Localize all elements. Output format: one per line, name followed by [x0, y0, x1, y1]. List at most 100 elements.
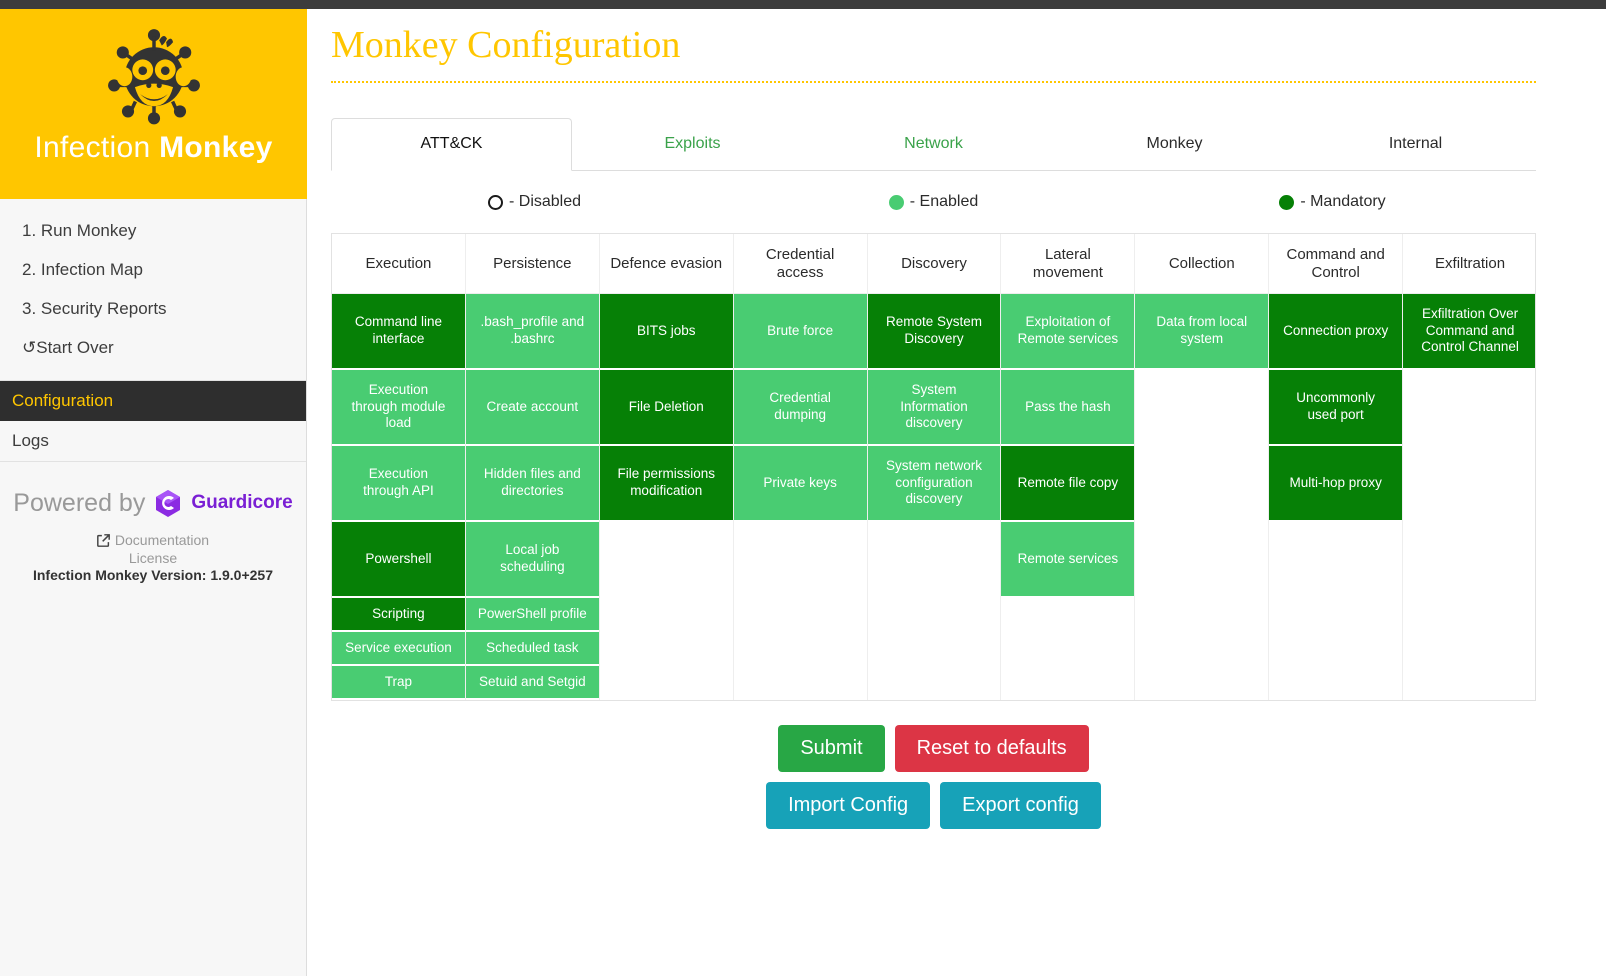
matrix-technique-cell[interactable]: Exfiltration Over Command and Control Ch… — [1403, 294, 1535, 368]
matrix-technique-cell[interactable]: Remote file copy — [1001, 446, 1135, 520]
legend-label: - Enabled — [909, 193, 979, 210]
status-legend: - Disabled - Enabled - Mandatory — [331, 193, 1536, 211]
matrix-technique-cell[interactable]: File permissions modification — [599, 446, 733, 520]
tab-attack[interactable]: ATT&CK — [331, 118, 572, 171]
documentation-row: Documentation — [0, 532, 306, 548]
matrix-technique-cell[interactable]: Trap — [332, 666, 465, 698]
tab-network[interactable]: Network — [904, 135, 963, 152]
matrix-technique-cell[interactable]: File Deletion — [599, 370, 733, 444]
matrix-technique-cell[interactable]: Setuid and Setgid — [465, 666, 599, 698]
matrix-column-header: Defence evasion — [599, 234, 733, 294]
matrix-technique-cell[interactable]: Multi-hop proxy — [1269, 446, 1403, 520]
powered-by-label: Powered by — [13, 488, 146, 517]
matrix-column-header: Lateral movement — [1001, 234, 1135, 294]
reset-defaults-button[interactable]: Reset to defaults — [894, 725, 1089, 772]
matrix-technique-cell[interactable]: BITS jobs — [599, 294, 733, 368]
matrix-column-header: Discovery — [867, 234, 1001, 294]
matrix-technique-cell[interactable]: Execution through module load — [332, 370, 465, 444]
matrix-technique-cell[interactable]: Pass the hash — [1001, 370, 1135, 444]
import-config-button[interactable]: Import Config — [766, 782, 931, 829]
legend-enabled: - Enabled — [734, 193, 1133, 211]
documentation-link[interactable]: Documentation — [114, 532, 210, 548]
sidebar-item-start-over[interactable]: ↺Start Over — [22, 338, 306, 358]
matrix-technique-cell[interactable]: Hidden files and directories — [465, 446, 599, 520]
sidebar-item-infection-map[interactable]: 2. Infection Map — [22, 260, 143, 279]
sidebar-item-security-reports[interactable]: 3. Security Reports — [22, 299, 167, 318]
legend-disabled: - Disabled — [335, 193, 734, 211]
matrix-technique-cell[interactable]: .bash_profile and .bashrc — [465, 294, 599, 368]
tab-internal[interactable]: Internal — [1388, 135, 1443, 152]
secondary-nav: Configuration Logs — [0, 381, 306, 462]
legend-label: - Mandatory — [1300, 193, 1386, 210]
matrix-technique-cell[interactable]: Remote System Discovery — [867, 294, 1001, 368]
matrix-technique-cell[interactable]: Remote services — [1001, 522, 1135, 596]
matrix-column-header: Credential access — [733, 234, 867, 294]
matrix-technique-cell[interactable]: Local job scheduling — [465, 522, 599, 596]
matrix-technique-cell[interactable]: Execution through API — [332, 446, 465, 520]
matrix-technique-cell[interactable]: Scripting — [332, 598, 465, 630]
matrix-technique-cell[interactable]: Powershell — [332, 522, 465, 596]
matrix-technique-cell[interactable]: Scheduled task — [465, 632, 599, 664]
disabled-dot-icon — [487, 194, 503, 210]
start-over-label: Start Over — [36, 338, 114, 357]
matrix-technique-cell[interactable]: Service execution — [332, 632, 465, 664]
legend-mandatory: - Mandatory — [1133, 193, 1532, 211]
matrix-technique-cell[interactable]: System network configuration discovery — [867, 446, 1001, 520]
brand-name-light: Infection — [34, 131, 151, 164]
monkey-virus-logo-icon — [107, 29, 200, 125]
sidebar-item-run-monkey[interactable]: 1. Run Monkey — [22, 221, 137, 240]
matrix-technique-cell[interactable]: Private keys — [733, 446, 867, 520]
matrix-column-body: Exfiltration Over Command and Control Ch… — [1403, 294, 1535, 368]
title-divider — [331, 81, 1536, 83]
matrix-column-body: Data from local system — [1135, 294, 1269, 368]
matrix-column-header: Exfiltration — [1403, 234, 1535, 294]
tab-exploits[interactable]: Exploits — [664, 135, 721, 152]
export-config-button[interactable]: Export config — [940, 782, 1101, 829]
brand-name-bold: Monkey — [159, 131, 273, 164]
matrix-technique-cell[interactable]: Create account — [465, 370, 599, 444]
matrix-column-header: Persistence — [465, 234, 599, 294]
license-label[interactable]: License — [128, 550, 178, 566]
window-top-bar — [0, 0, 1606, 9]
matrix-technique-cell[interactable]: System Information discovery — [867, 370, 1001, 444]
matrix-technique-cell[interactable]: Credential dumping — [733, 370, 867, 444]
matrix-technique-cell[interactable]: Connection proxy — [1269, 294, 1403, 368]
matrix-technique-cell[interactable]: Data from local system — [1135, 294, 1269, 368]
matrix-technique-cell[interactable]: Brute force — [733, 294, 867, 368]
config-tabs: ATT&CK Exploits Network Monkey Internal — [331, 117, 1536, 171]
sidebar-item-logs[interactable]: Logs — [12, 431, 49, 450]
submit-button[interactable]: Submit — [778, 725, 885, 772]
enabled-dot-icon — [888, 194, 904, 210]
guardicore-cube-icon — [156, 490, 181, 517]
matrix-technique-cell[interactable]: Exploitation of Remote services — [1001, 294, 1135, 368]
sidebar-item-configuration[interactable]: Configuration — [0, 381, 306, 421]
matrix-column-header: Command and Control — [1269, 234, 1403, 294]
external-link-icon — [96, 533, 110, 547]
matrix-technique-cell[interactable]: Command line interface — [332, 294, 465, 368]
sidebar-footer: Powered by Guardicore Documentation Lice… — [0, 462, 306, 584]
matrix-technique-cell[interactable]: Uncommonly used port — [1269, 370, 1403, 444]
tab-monkey[interactable]: Monkey — [1146, 135, 1203, 152]
sidebar: Infection Monkey 1. Run Monkey 2. Infect… — [0, 9, 307, 976]
legend-label: - Disabled — [508, 193, 582, 210]
mandatory-dot-icon — [1279, 194, 1295, 210]
matrix-technique-cell[interactable]: PowerShell profile — [465, 598, 599, 630]
